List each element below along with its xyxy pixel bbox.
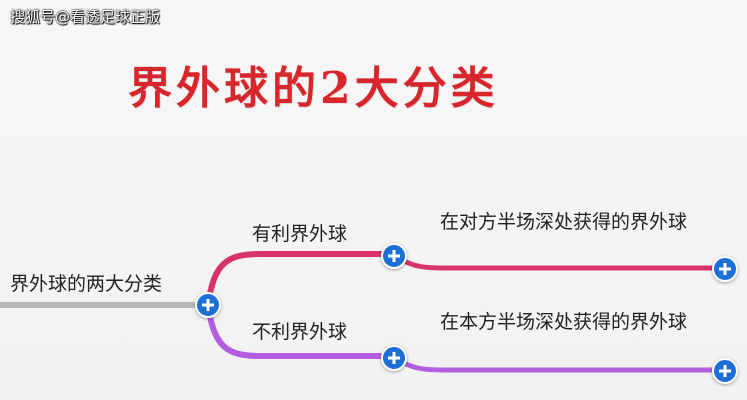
branch-connector-upper: [205, 251, 397, 308]
branch-connector-lower: [205, 302, 397, 359]
branch-unfavorable-expand-plus-icon[interactable]: [381, 345, 407, 371]
page-title: 界外球的2大分类: [128, 63, 499, 114]
branch-node-label-favorable: 有利界外球: [252, 223, 348, 245]
leaf-node-label-own-half: 在本方半场深处获得的界外球: [440, 311, 688, 333]
leaf-connector-upper: [391, 253, 729, 271]
leaf-node-label-opponent-half: 在对方半场深处获得的界外球: [440, 211, 688, 233]
leaf-opponent-half-expand-plus-icon[interactable]: [712, 256, 738, 282]
root-expand-plus-icon[interactable]: [195, 292, 221, 318]
branch-favorable-expand-plus-icon[interactable]: [381, 243, 407, 269]
leaf-own-half-expand-plus-icon[interactable]: [712, 358, 738, 384]
branch-node-label-unfavorable: 不利界外球: [252, 321, 348, 343]
root-node-label: 界外球的两大分类: [10, 273, 163, 295]
leaf-connector-lower: [391, 355, 729, 373]
watermark: 搜狐号@看透足球正版: [10, 8, 161, 26]
